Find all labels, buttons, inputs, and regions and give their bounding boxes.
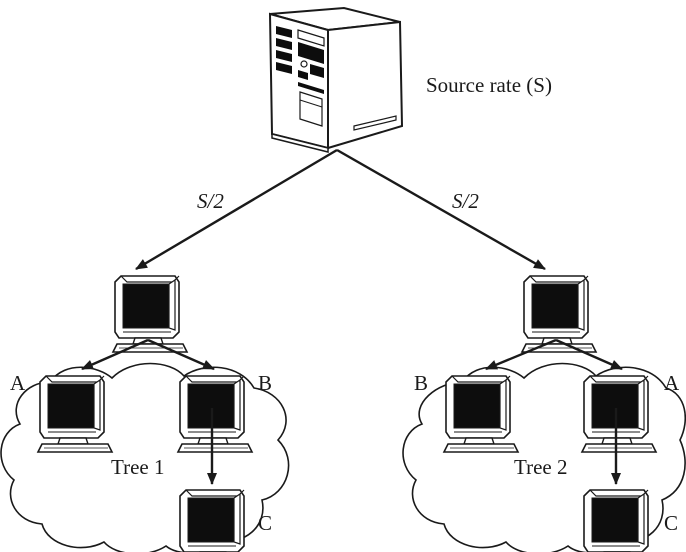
link-source-tree2-arrow <box>336 148 546 271</box>
tree-1-group: A B C Tree 1 <box>0 275 290 552</box>
tree2-node-right-label: A <box>664 371 680 395</box>
link-tree2-parent-a-arrow <box>555 338 623 371</box>
link-tree2-parent-b-arrow <box>485 338 557 371</box>
left-link-rate-label: S/2 <box>197 189 224 213</box>
link-tree1-parent-b-arrow <box>147 338 215 371</box>
tree2-node-bottom-label: C <box>664 511 678 535</box>
link-source-tree1-arrow <box>135 148 338 271</box>
desktop-computer-icon <box>581 489 657 552</box>
tree1-node-left-label: A <box>10 371 26 395</box>
tree1-title: Tree 1 <box>111 455 164 479</box>
tree-2-group: B A C Tree 2 <box>402 275 686 552</box>
tree2-title: Tree 2 <box>514 455 567 479</box>
tree1-node-right-label: B <box>258 371 272 395</box>
right-link-rate-label: S/2 <box>452 189 479 213</box>
tree2-node-left-label: B <box>414 371 428 395</box>
link-tree1-parent-a-arrow <box>81 338 149 371</box>
desktop-computer-icon <box>177 489 253 552</box>
server-tower-icon <box>268 6 404 153</box>
source-rate-label: Source rate (S) <box>426 73 552 97</box>
tree1-node-bottom-label: C <box>258 511 272 535</box>
